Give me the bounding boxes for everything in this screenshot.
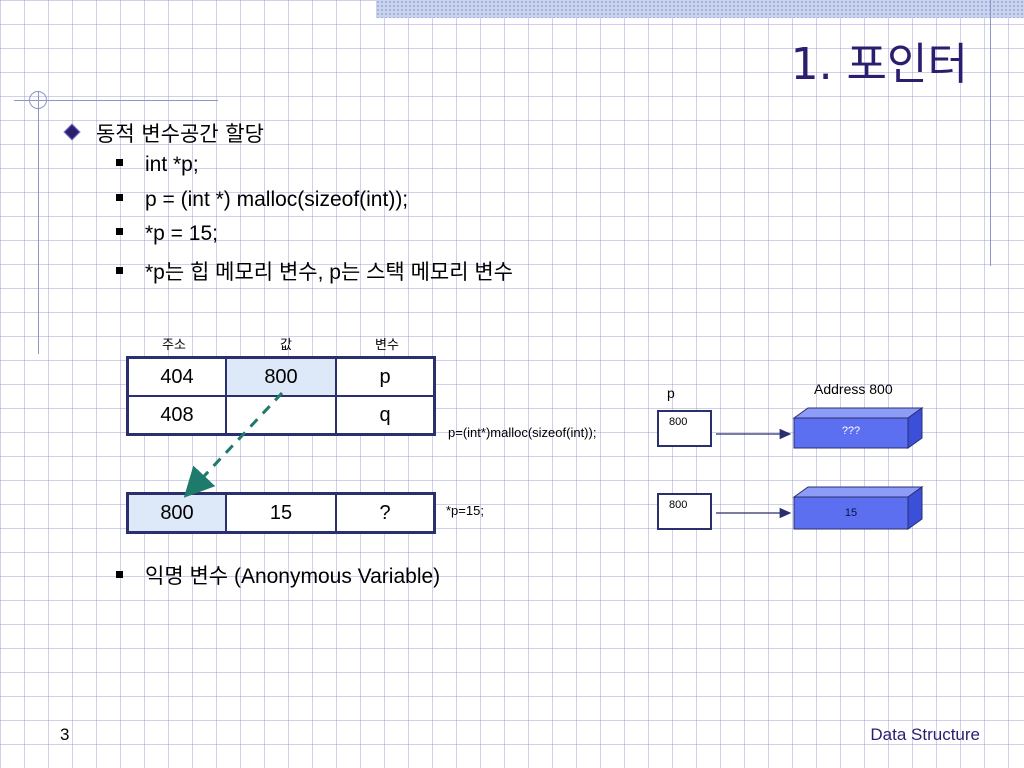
value-cell: 15: [225, 492, 337, 534]
code-line-text: *p = 15;: [145, 222, 218, 245]
main-bullet-text: 동적 변수공간 할당: [96, 122, 264, 146]
pointer-label: p: [667, 385, 675, 401]
code-line-2: p = (int *) malloc(sizeof(int));: [116, 188, 408, 212]
anonymous-variable-text: 익명 변수 (Anonymous Variable): [145, 565, 441, 588]
address-cell: 408: [126, 395, 227, 436]
heap-box-1: [792, 407, 924, 449]
square-bullet-icon: [116, 228, 123, 235]
code-line-text: *p는 힙 메모리 변수, p는 스택 메모리 변수: [145, 261, 514, 284]
pointer-box-2: 800: [657, 493, 712, 530]
header-address: 주소: [162, 338, 186, 353]
address-cell: 800: [126, 492, 227, 534]
code-line-1: int *p;: [116, 153, 199, 177]
header-band: [376, 0, 1024, 18]
anonymous-variable-bullet: 익명 변수 (Anonymous Variable): [116, 560, 440, 590]
pointer-box-1: 800: [657, 410, 712, 447]
code-line-text: int *p;: [145, 153, 199, 176]
pointer-arrow: [183, 391, 284, 498]
table-row: 800 15 ?: [126, 492, 436, 534]
stack-memory-table: 404 800 p 408 q: [126, 356, 436, 436]
heap-box-1-value: ???: [841, 425, 861, 437]
header-variable: 변수: [375, 338, 399, 353]
variable-cell: q: [335, 395, 436, 436]
header-value: 값: [280, 338, 292, 353]
variable-cell: ?: [335, 492, 436, 534]
value-cell: 800: [225, 356, 337, 397]
value-cell: [225, 395, 337, 436]
pointer-box-value: 800: [669, 499, 688, 511]
decor-line-right: [990, 0, 991, 266]
square-bullet-icon: [116, 194, 123, 201]
address-label: Address 800: [814, 381, 893, 397]
slide-number: 3: [60, 725, 70, 744]
square-bullet-icon: [116, 571, 123, 578]
decor-line-horizontal: [14, 100, 218, 101]
square-bullet-icon: [116, 159, 123, 166]
heap-box-2-value: 15: [844, 507, 858, 519]
code-line-text: p = (int *) malloc(sizeof(int));: [145, 188, 409, 211]
square-bullet-icon: [116, 267, 123, 274]
address-cell: 404: [126, 356, 227, 397]
slide-title: 1. 포인터: [790, 39, 968, 90]
table-row: 408 q: [126, 395, 436, 436]
table-row: 404 800 p: [126, 356, 436, 397]
footer-text: Data Structure: [870, 725, 980, 744]
pointer-box-value: 800: [669, 416, 688, 428]
heap-box-2: [792, 486, 924, 530]
code-line-4: *p는 힙 메모리 변수, p는 스택 메모리 변수: [116, 256, 513, 286]
heap-memory-table: 800 15 ?: [126, 492, 436, 534]
decor-circle: [29, 91, 47, 109]
code-line-3: *p = 15;: [116, 222, 218, 246]
variable-cell: p: [335, 356, 436, 397]
assign-statement: *p=15;: [446, 503, 484, 518]
main-bullet: 동적 변수공간 할당: [63, 118, 264, 148]
malloc-statement: p=(int*)malloc(sizeof(int));: [448, 425, 597, 440]
decor-line-vertical: [38, 92, 39, 354]
